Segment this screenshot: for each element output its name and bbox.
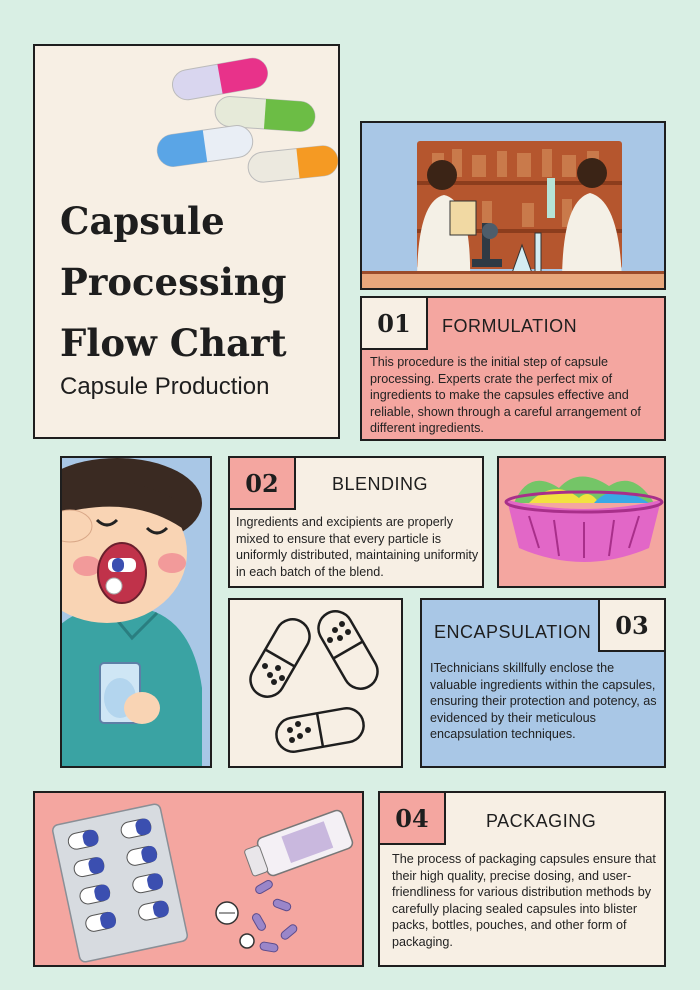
packaging-image — [33, 791, 364, 967]
powder-bowl-illustration — [504, 476, 664, 562]
step-number: 02 — [230, 458, 296, 510]
step-formulation-panel: 01 FORMULATION This procedure is the ini… — [360, 296, 666, 441]
step-title: ENCAPSULATION — [434, 622, 592, 642]
boy-taking-pill-image — [60, 456, 212, 768]
step-number: 01 — [362, 298, 428, 350]
step-description: Ingredients and excipients are properly … — [236, 515, 479, 579]
boy-taking-pill-illustration — [62, 458, 202, 766]
blister-pack-bottle-illustration — [52, 803, 354, 963]
step-blending-panel: 02 BLENDING Ingredients and excipients a… — [228, 456, 484, 588]
step-description: The process of packaging capsules ensure… — [392, 852, 656, 949]
step-title: PACKAGING — [486, 811, 597, 831]
scientists-lab-image — [360, 121, 666, 290]
step-encapsulation-panel: 03 ENCAPSULATION ITechnicians skillfully… — [420, 598, 666, 768]
step-description: ITechnicians skillfully enclose the valu… — [430, 661, 657, 741]
step-title: FORMULATION — [442, 316, 578, 336]
capsule-outline-panel — [228, 598, 403, 768]
title-panel: Capsule Processing Flow Chart Capsule Pr… — [33, 44, 340, 439]
step-packaging-panel: 04 PACKAGING The process of packaging ca… — [378, 791, 666, 967]
page-title: Capsule Processing Flow Chart — [60, 199, 287, 365]
step-description: This procedure is the initial step of ca… — [370, 355, 641, 435]
scientists-lab-illustration — [362, 141, 664, 288]
step-title: BLENDING — [332, 474, 429, 494]
capsule-outline-icons — [249, 610, 379, 753]
step-number: 04 — [380, 793, 446, 845]
powder-bowl-image — [497, 456, 666, 588]
page-subtitle: Capsule Production — [60, 373, 270, 400]
colorful-capsules-illustration — [156, 57, 338, 183]
step-number: 03 — [598, 600, 664, 652]
